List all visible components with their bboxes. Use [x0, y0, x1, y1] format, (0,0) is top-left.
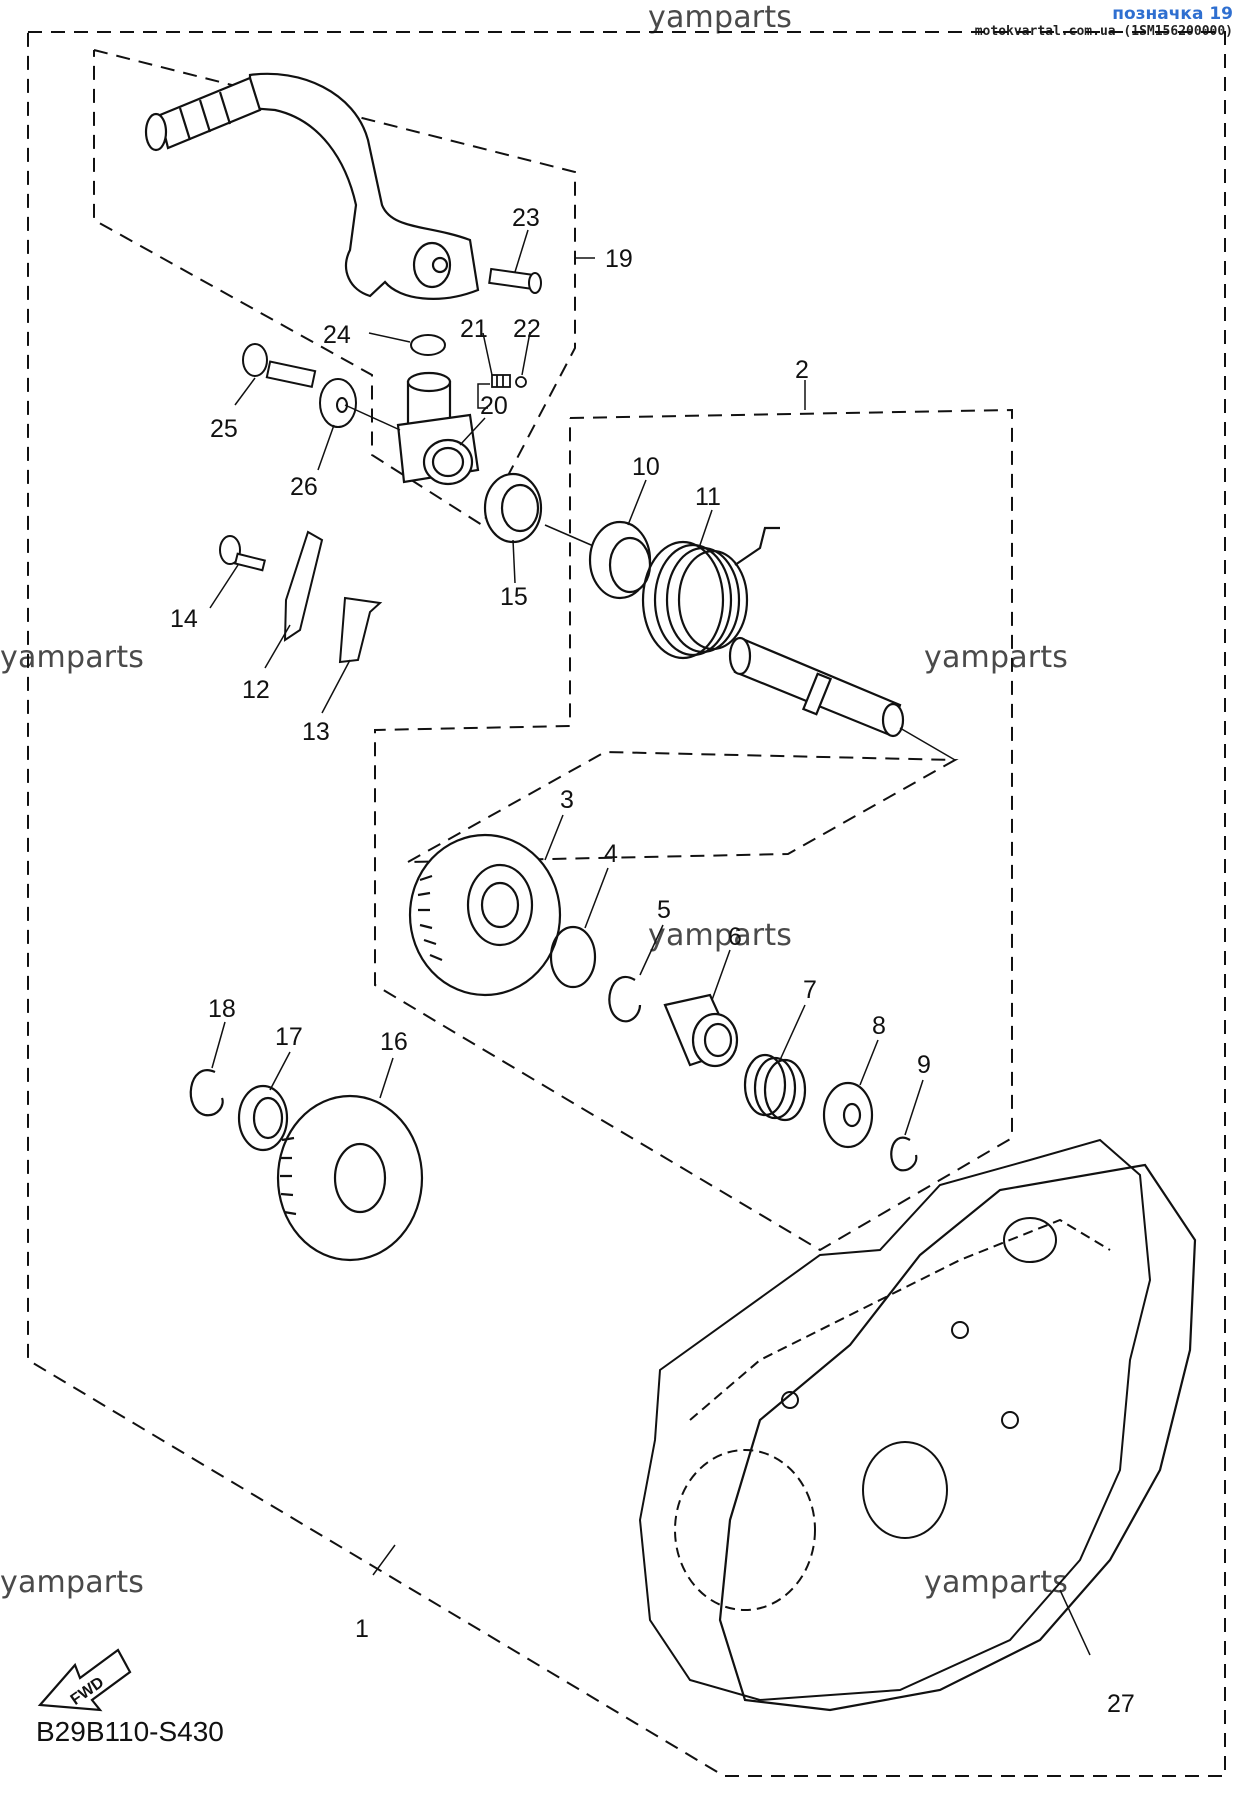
washer-8: [822, 1081, 874, 1149]
callout-15: 15: [500, 583, 528, 611]
plate-13: [338, 596, 383, 664]
washer-17: [237, 1084, 289, 1152]
kick-boss-20: [396, 371, 480, 486]
spring-21: [491, 374, 511, 388]
o-ring-24: [410, 334, 446, 356]
callout-18: 18: [208, 995, 236, 1023]
ratchet-6: [663, 993, 739, 1068]
callout-19: 19: [605, 245, 633, 273]
diagram-code: B29B110-S430: [36, 1716, 224, 1747]
badge-source: motokvartal.com.ua (1SM156200000): [974, 24, 1233, 39]
circlip-5: [608, 976, 642, 1023]
callout-2: 2: [795, 356, 809, 384]
callout-14: 14: [170, 605, 198, 633]
callout-13: 13: [302, 718, 330, 746]
bolt-25: [242, 343, 317, 389]
spring-7: [743, 1053, 807, 1122]
fwd-arrow-icon: FWD: [37, 1648, 132, 1712]
callout-3: 3: [560, 786, 574, 814]
circlip-4: [549, 925, 597, 989]
gasket-27: [718, 1163, 1197, 1712]
crankcase: [638, 1138, 1152, 1702]
bolt-23: [488, 267, 542, 294]
watermark: yamparts: [648, 0, 793, 35]
callout-16: 16: [380, 1028, 408, 1056]
ball-22: [515, 376, 527, 388]
kick-lever: [144, 72, 480, 300]
watermark: yamparts: [0, 640, 145, 675]
callout-9: 9: [917, 1051, 931, 1079]
callout-1: 1: [355, 1615, 369, 1643]
callout-25: 25: [210, 415, 238, 443]
kick-shaft: [728, 636, 905, 738]
callout-12: 12: [242, 676, 270, 704]
callout-22: 22: [513, 315, 541, 343]
callout-21: 21: [460, 315, 488, 343]
watermark: yamparts: [648, 918, 793, 953]
source-badge: позначка 19 motokvartal.com.ua (1SM15620…: [975, 4, 1233, 39]
assembly-1-boundary: [27, 31, 1226, 1777]
callout-20: 20: [480, 392, 508, 420]
group-19-boundary: [93, 49, 576, 527]
callout-4: 4: [604, 840, 618, 868]
bolt-14: [219, 535, 267, 572]
callout-23: 23: [512, 204, 540, 232]
idle-gear-16: [276, 1094, 424, 1262]
circlip-9: [890, 1136, 918, 1172]
washer-26: [319, 378, 357, 428]
callout-8: 8: [872, 1012, 886, 1040]
circlip-18: [189, 1069, 224, 1117]
torsion-spring-11: [641, 526, 780, 660]
group-2-boundary: [374, 408, 1013, 1252]
oil-seal-15: [483, 472, 543, 544]
callout-27: 27: [1107, 1690, 1135, 1718]
watermark: yamparts: [0, 1565, 145, 1600]
callout-26: 26: [290, 473, 318, 501]
callout-5: 5: [657, 896, 671, 924]
collar-10: [588, 520, 652, 600]
badge-label: позначка 19: [1112, 4, 1233, 24]
callout-7: 7: [803, 976, 817, 1004]
watermark: yamparts: [924, 640, 1069, 675]
callout-10: 10: [632, 453, 660, 481]
callout-11: 11: [695, 483, 721, 511]
kick-gear-3: [408, 833, 562, 997]
plate-12: [283, 530, 324, 642]
callout-6: 6: [728, 923, 742, 951]
callout-17: 17: [275, 1023, 303, 1051]
callout-24: 24: [323, 321, 351, 349]
watermark: yamparts: [924, 1565, 1069, 1600]
